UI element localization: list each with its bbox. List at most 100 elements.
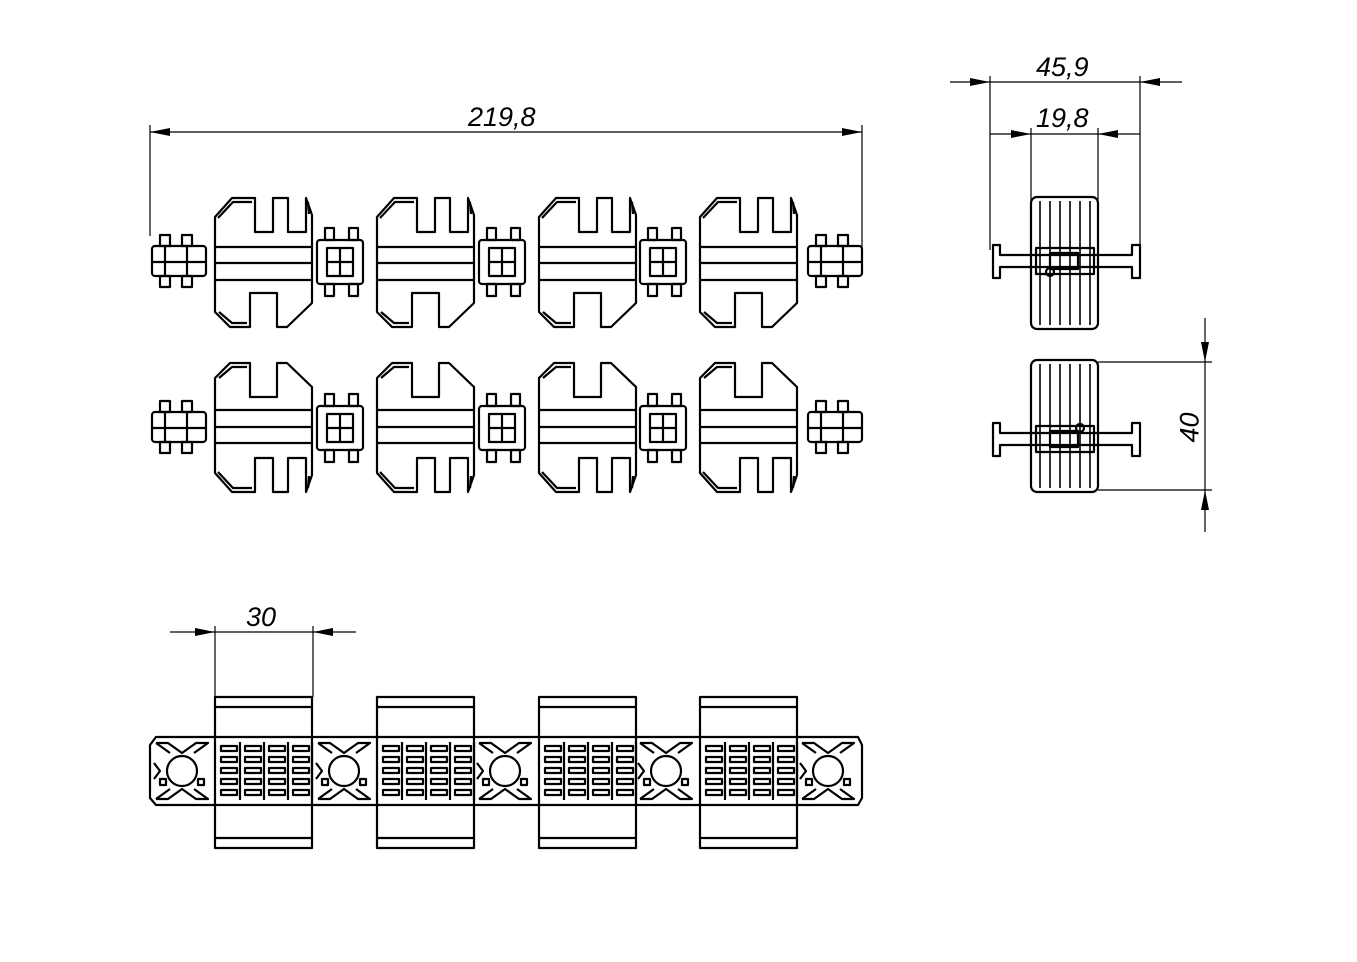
dimension-arrowhead [150, 128, 170, 136]
node-notch [158, 777, 168, 787]
dimension-arrowhead [1201, 342, 1209, 362]
segment-upper-outline [375, 443, 476, 494]
clip-slot [453, 744, 473, 753]
segment-lower-outline [213, 361, 314, 410]
connector-tab [646, 448, 659, 464]
clip-slot [567, 777, 587, 786]
end-tab [814, 274, 828, 289]
node-notch [320, 777, 330, 787]
segment-inner-edge [702, 200, 796, 219]
top-view-lower [150, 361, 864, 494]
segment-inner-edge [379, 200, 473, 219]
clip-slot [405, 744, 425, 753]
connector-tab [347, 392, 360, 408]
segment-inner-edge [217, 200, 311, 219]
node-notch [842, 777, 852, 787]
clip-slot [543, 777, 563, 786]
clip-slot [752, 755, 772, 764]
clip-slot [219, 788, 239, 797]
clip-slot [291, 744, 311, 753]
connector-tab [646, 282, 659, 298]
bottom-view [148, 695, 864, 850]
connector-tab [485, 448, 498, 464]
connector-tab [485, 392, 498, 408]
clip-slot [453, 755, 473, 764]
connector-tab [347, 226, 360, 242]
clip-slot [752, 744, 772, 753]
clip-slot [728, 766, 748, 775]
dim-body-width: 19,8 [1036, 103, 1089, 133]
dimension-arrowhead [842, 128, 862, 136]
dimensions [149, 76, 1212, 697]
clip-slot [615, 788, 635, 797]
bottom-band [148, 735, 864, 807]
end-tab [836, 233, 850, 248]
clip-slot [543, 766, 563, 775]
segment-inner-edge [217, 471, 311, 490]
clip-slot [219, 755, 239, 764]
node-notch [481, 777, 491, 787]
clip-slot [381, 744, 401, 753]
clip-slot [405, 788, 425, 797]
clip-slot [776, 777, 796, 786]
dim-clip-width: 30 [246, 602, 277, 632]
clip-slot [752, 766, 772, 775]
connector-body [315, 404, 365, 452]
clip-slot [591, 766, 611, 775]
clip-slot [243, 788, 263, 797]
clip-slot [615, 755, 635, 764]
side-hub [1034, 246, 1096, 276]
dimension-arrowhead [1011, 130, 1031, 138]
dimension-arrowhead [1201, 490, 1209, 510]
segment-lower-outline [375, 280, 476, 329]
clip-slot [405, 755, 425, 764]
clip-slot [615, 766, 635, 775]
connector-tab [670, 448, 683, 464]
dimension-arrowhead [195, 628, 215, 636]
node-x-frame [639, 741, 694, 801]
clip-slot [728, 755, 748, 764]
node-x-frame [155, 741, 210, 801]
end-tab [180, 440, 194, 455]
segment-inner-edge [703, 311, 732, 325]
end-tab [836, 274, 850, 289]
connector-tab [323, 226, 336, 242]
clip-slot [453, 777, 473, 786]
node-hole [649, 754, 683, 788]
connector-body [638, 404, 688, 452]
clip-slot [243, 744, 263, 753]
clip-slot [453, 766, 473, 775]
node-side [637, 762, 646, 780]
clip-slot [704, 788, 724, 797]
side-body [1029, 358, 1100, 494]
side-hub [1034, 424, 1096, 454]
end-tab [158, 399, 172, 414]
side-body [1029, 195, 1100, 331]
node-notch [358, 777, 368, 787]
node-notch [196, 777, 206, 787]
side-hub-inner [1048, 429, 1080, 449]
clip-slot [429, 755, 449, 764]
segment-inner-edge [380, 365, 409, 379]
end-tab [814, 233, 828, 248]
node-side [315, 762, 324, 780]
clip-slot [591, 744, 611, 753]
clip-slot [776, 766, 796, 775]
clip-slot [567, 766, 587, 775]
end-tab [180, 274, 194, 289]
clip-slot [267, 766, 287, 775]
clip-slot [291, 788, 311, 797]
connector-tab [509, 392, 522, 408]
connector-tab [509, 448, 522, 464]
clip-slot [243, 777, 263, 786]
clip-slot [591, 777, 611, 786]
top-view-upper [150, 196, 864, 329]
clip-slot [704, 744, 724, 753]
node-notch [519, 777, 529, 787]
connector-tab [509, 282, 522, 298]
connector-tab [670, 282, 683, 298]
connector-tab [485, 282, 498, 298]
clip-slot [567, 788, 587, 797]
clip-slot [567, 744, 587, 753]
